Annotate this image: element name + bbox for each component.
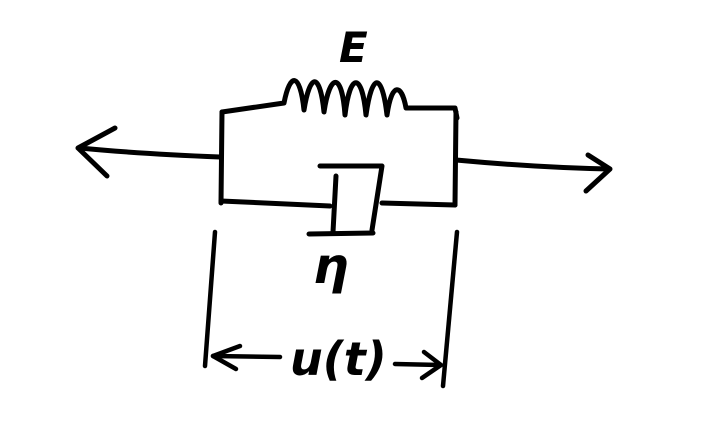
dashpot-label: η <box>313 237 349 295</box>
dimension-arrow-left-shaft <box>210 353 283 360</box>
left-arrow-shaft <box>77 145 223 160</box>
dashpot-cylinder <box>317 163 385 233</box>
left-arrow <box>75 125 223 179</box>
dashpot-piston <box>330 173 339 235</box>
spring-label: E <box>339 23 368 72</box>
extension-dimension <box>202 229 460 389</box>
spring-coil <box>219 78 460 121</box>
dimension-arrow-right-shaft <box>392 361 443 368</box>
dashpot-right-rod <box>379 200 458 208</box>
right-arrow <box>453 152 613 194</box>
right-extension-line <box>440 229 460 389</box>
dashpot-base <box>306 230 376 237</box>
right-arrow-head <box>583 152 613 194</box>
left-connector-bar <box>218 109 225 206</box>
right-arrow-shaft <box>453 157 612 172</box>
extension-label: u(t) <box>290 332 387 386</box>
dimension-arrow-right-head <box>419 349 444 381</box>
left-arrow-head <box>75 125 118 179</box>
spring-element <box>219 78 460 121</box>
dashpot-left-rod <box>218 198 333 209</box>
left-extension-line <box>202 229 218 369</box>
dashpot-element <box>218 163 458 237</box>
